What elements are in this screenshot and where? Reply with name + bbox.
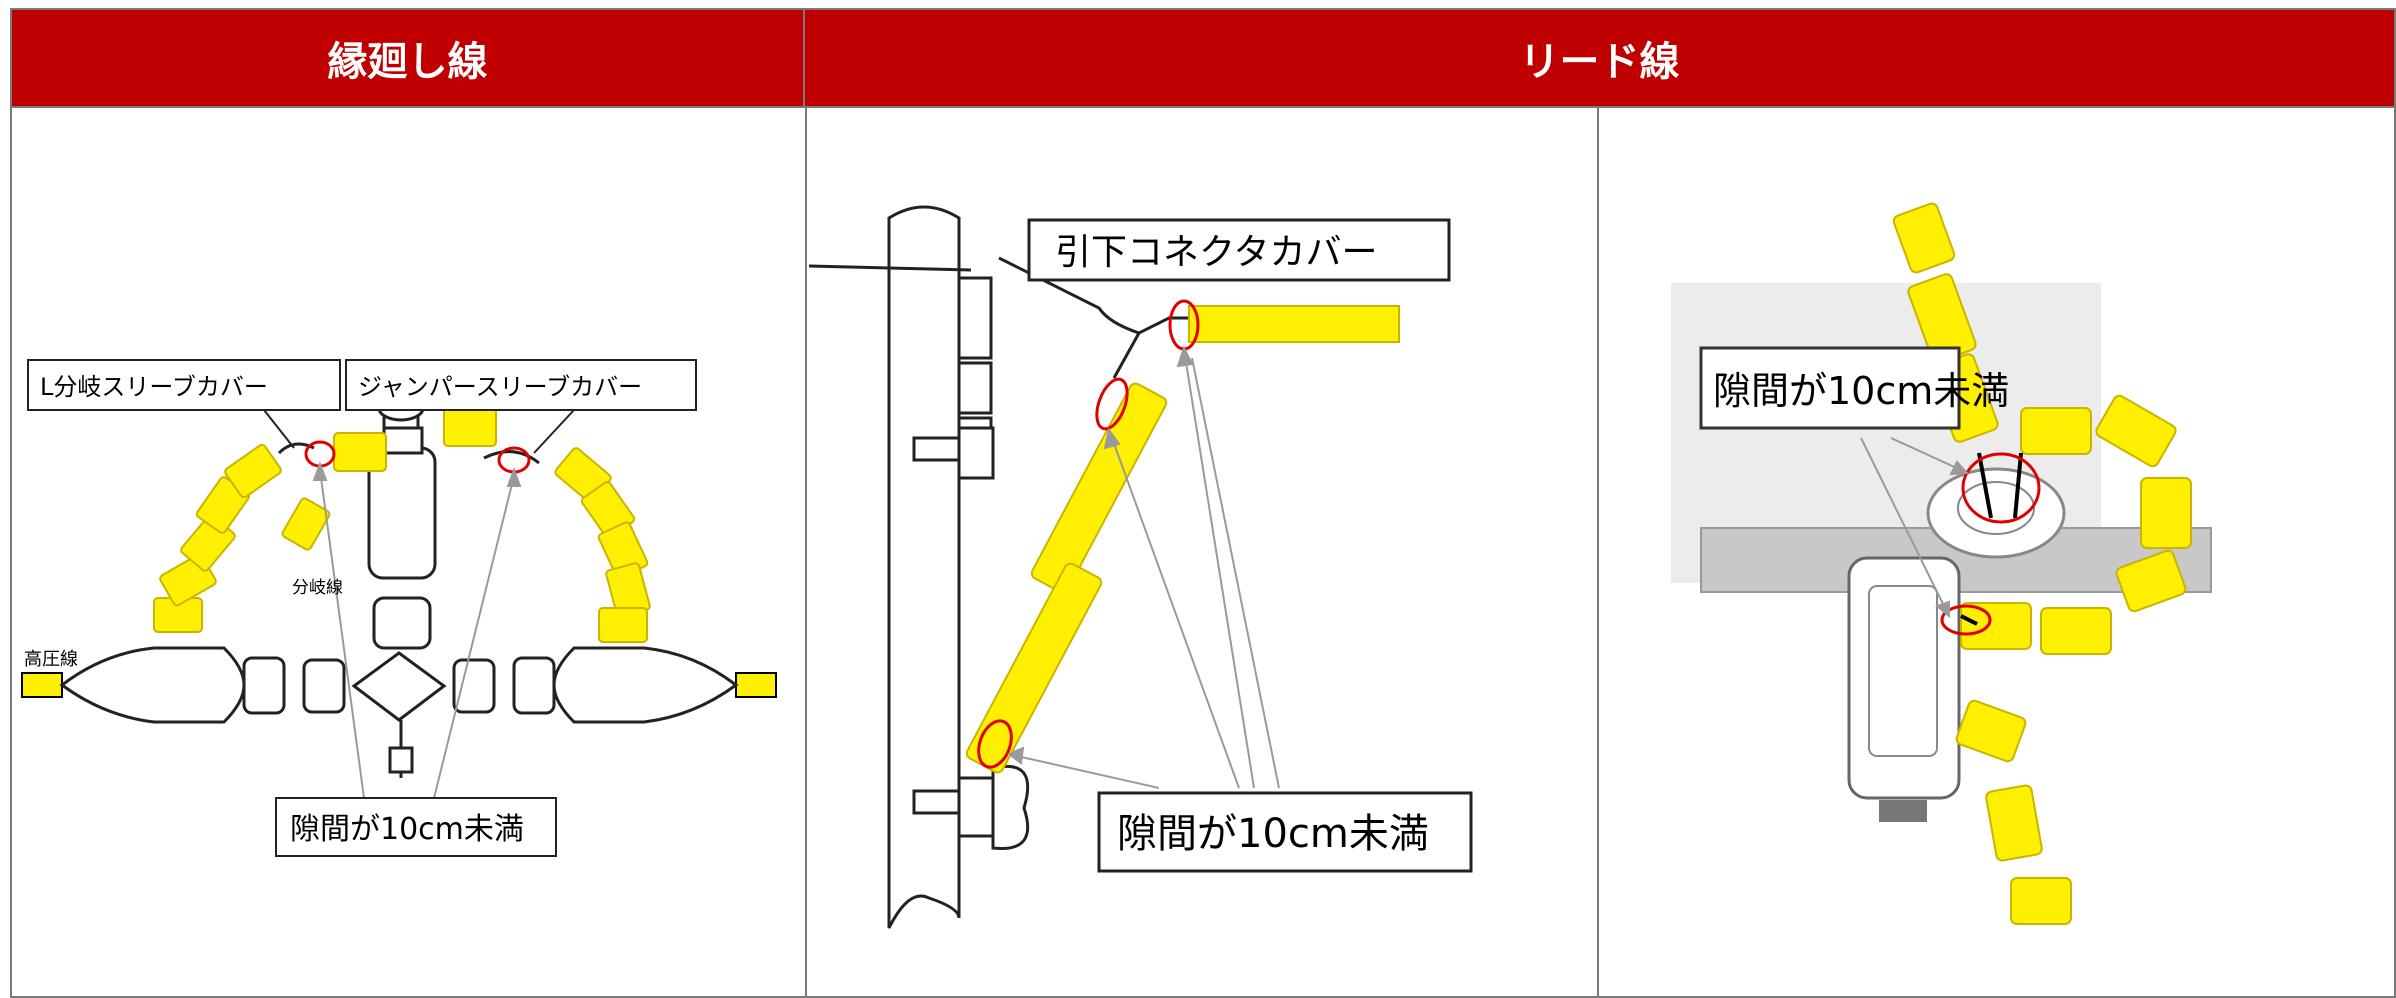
cover-chain-upper [1892, 202, 2192, 925]
comparison-table: 縁廻し線 リード線 高圧線 [10, 8, 2396, 998]
cover-chain-right [443, 407, 651, 643]
gap-label-box [275, 797, 557, 857]
column-divider-1 [805, 106, 807, 996]
column-divider-2 [1597, 106, 1599, 996]
panel-lead-wire-crossarm: 隙間が10cm未満 [1601, 108, 2391, 993]
pole [809, 205, 1030, 929]
callout-l-branch-sleeve-cover: L分岐スリーブカバー [40, 373, 268, 401]
gap-label: 隙間が10cm未満 [1117, 811, 1429, 857]
label-hv-wire: 高圧線 [24, 649, 78, 670]
gap-arrows [312, 461, 522, 799]
gap-label: 隙間が10cm未満 [290, 812, 524, 847]
gap-markers [1940, 452, 2041, 636]
lead-wire-segments [1960, 452, 2023, 626]
hv-wire-right [735, 672, 777, 698]
panel-lead-wire-pole: 引下コネクタカバー 隙間が10cm未満 [809, 108, 1595, 993]
cover-chain-left [153, 432, 387, 633]
hv-wire-left [21, 672, 63, 698]
callout-down-connector-cover: 引下コネクタカバー [1055, 232, 1378, 273]
gap-arrows [1007, 345, 1280, 789]
callout-down-connector-box [1027, 218, 1451, 282]
callout-jumper-sleeve-cover: ジャンパースリーブカバー [358, 373, 642, 401]
header-divider [12, 106, 2394, 108]
gap-label-box [1699, 346, 1961, 430]
gap-label-box [1097, 791, 1473, 873]
cover-horizontal [1188, 305, 1400, 343]
panel-edge-wire-diagram: 高圧線 [14, 108, 804, 993]
header-edge-wire: 縁廻し線 [12, 10, 805, 106]
callout-l-branch-box [27, 359, 341, 411]
gap-arrows [1860, 437, 1970, 619]
callout-jumper-box [345, 359, 697, 411]
label-branch-wire: 分岐線 [292, 578, 343, 598]
gap-label: 隙間が10cm未満 [1713, 369, 2009, 413]
header-lead-wire: リード線 [805, 10, 2394, 106]
